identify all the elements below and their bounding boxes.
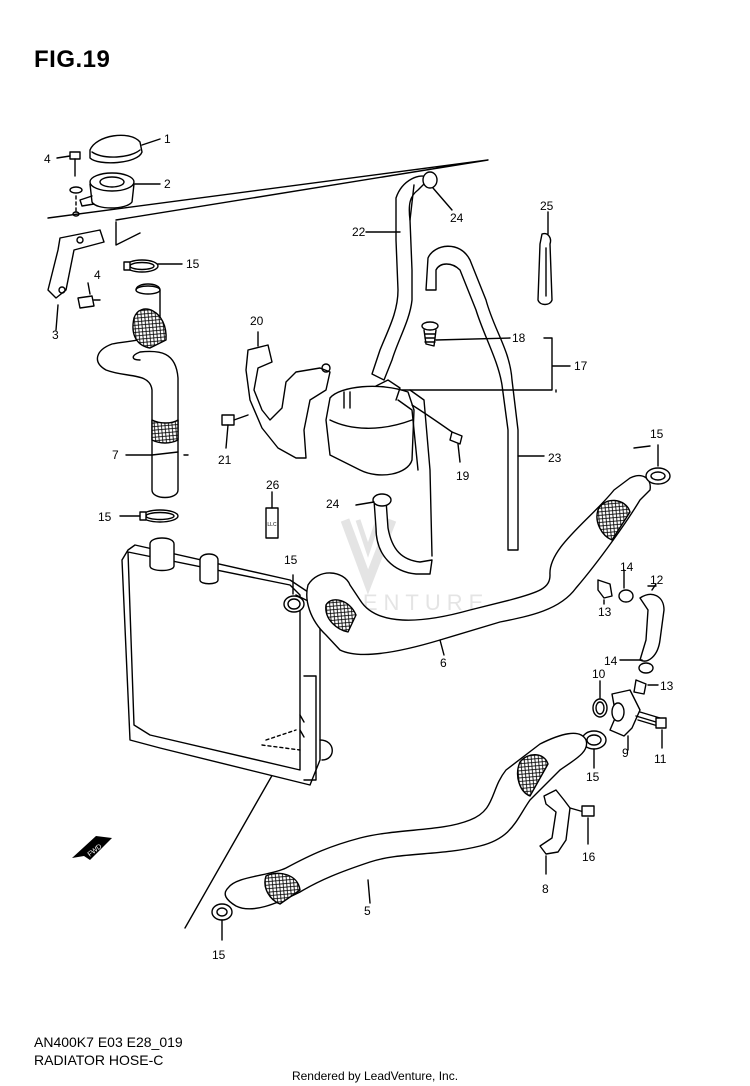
- hose-clamp: [581, 730, 607, 769]
- bolt: [569, 805, 595, 845]
- callout-13: 13: [598, 605, 612, 619]
- callout-17: 17: [574, 359, 588, 373]
- callout-24: 24: [326, 497, 340, 511]
- callout-21: 21: [218, 453, 232, 467]
- callout-14: 14: [620, 560, 634, 574]
- callout-3: 3: [52, 328, 59, 342]
- radiator-hose-upper: [96, 283, 179, 499]
- callout-18: 18: [512, 331, 526, 345]
- radiator-hose-lower: [224, 732, 588, 910]
- fwd-arrow-icon: FWD: [72, 836, 112, 860]
- hose-bracket: [539, 789, 571, 875]
- callout-8: 8: [542, 882, 549, 896]
- leader-lines: [183, 389, 657, 699]
- callout-25: 25: [540, 199, 554, 213]
- callout-26: 26: [266, 478, 280, 492]
- callout-15: 15: [212, 948, 226, 962]
- group-bracket-17: [401, 337, 571, 391]
- bolt: [449, 431, 463, 463]
- callout-4: 4: [94, 268, 101, 282]
- hose-clamp: [123, 259, 183, 273]
- reservoir-hose-lower: [355, 389, 433, 575]
- radiator: [121, 537, 333, 786]
- hose-clamp: [618, 589, 654, 674]
- reference-line: [47, 159, 489, 221]
- callout-13: 13: [660, 679, 674, 693]
- overflow-hose-22: [365, 175, 431, 381]
- drain-plug: [421, 321, 511, 347]
- o-ring: [592, 698, 608, 718]
- fitting: [597, 579, 659, 695]
- radiator-hose-6: [306, 474, 651, 656]
- callout-labels: 1 2 3 4 4 5 6 7 8 9 10 11 12 13 13 14 14…: [44, 132, 674, 962]
- callout-19: 19: [456, 469, 470, 483]
- hose-clamp: [422, 171, 453, 211]
- callout-1: 1: [164, 132, 171, 146]
- hose-clamp: [211, 903, 233, 941]
- callout-12: 12: [650, 573, 664, 587]
- bolt: [221, 414, 249, 449]
- callout-14: 14: [604, 654, 618, 668]
- filler-neck: [79, 172, 161, 209]
- diagram-name: RADIATOR HOSE-C: [34, 1052, 164, 1068]
- reservoir-tank: [325, 379, 453, 476]
- callout-11: 11: [654, 752, 667, 766]
- callout-4: 4: [44, 152, 51, 166]
- callout-15: 15: [650, 427, 664, 441]
- model-code: AN400K7 E03 E28_019: [34, 1034, 183, 1050]
- reservoir-bracket: [245, 331, 331, 459]
- bolt: [56, 151, 81, 177]
- figure-title: FIG.19: [34, 46, 111, 73]
- bolt: [77, 282, 101, 309]
- strap: [537, 211, 553, 306]
- callout-16: 16: [582, 850, 596, 864]
- washer: [69, 186, 83, 194]
- elbow-fitting: [609, 689, 641, 751]
- callout-6: 6: [440, 656, 447, 670]
- callout-10: 10: [592, 667, 606, 681]
- callout-20: 20: [250, 314, 264, 328]
- bracket: [47, 229, 105, 331]
- callout-23: 23: [548, 451, 562, 465]
- hose-clamp: [119, 509, 179, 523]
- callout-5: 5: [364, 904, 371, 918]
- callout-15: 15: [586, 770, 600, 784]
- hose-clamp: [645, 444, 671, 485]
- radiator-cap: [89, 134, 161, 164]
- label-26-tag: LLC: [267, 522, 277, 528]
- reference-line: [115, 221, 141, 246]
- caution-label: [265, 491, 279, 539]
- callout-9: 9: [622, 746, 629, 760]
- hose-clamp: [283, 574, 305, 613]
- callout-2: 2: [164, 177, 171, 191]
- callout-15: 15: [98, 510, 112, 524]
- breather-hose-23: [425, 245, 545, 551]
- callout-15: 15: [284, 553, 298, 567]
- callout-15: 15: [186, 257, 200, 271]
- callout-7: 7: [112, 448, 119, 462]
- callout-24: 24: [450, 211, 464, 225]
- bolt: [635, 711, 667, 749]
- callout-22: 22: [352, 225, 366, 239]
- render-credit: Rendered by LeadVenture, Inc.: [291, 1069, 459, 1083]
- bypass-hose-12: [639, 583, 665, 662]
